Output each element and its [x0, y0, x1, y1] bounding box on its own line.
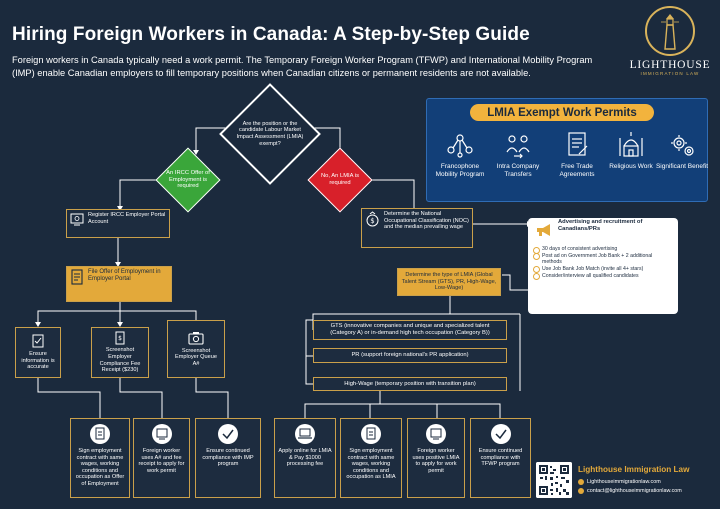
- svg-text:$: $: [370, 217, 374, 225]
- exempt-item-label: Intra Company Transfers: [496, 163, 540, 178]
- lmia-type-label: Determine the type of LMIA (Global Talen…: [401, 272, 497, 292]
- receipt-icon: $: [115, 331, 125, 345]
- exempt-item-francophone: Francophone Mobility Program: [432, 130, 488, 179]
- file-offer-label: File Offer of Employment in Employer Por…: [88, 269, 161, 282]
- list-item: Post ad on Government Job Bank + 2 addit…: [533, 253, 673, 266]
- people-transfer-icon: [506, 135, 530, 159]
- noc-label: Determine the National Occupational Clas…: [384, 211, 469, 231]
- offer-document-icon: [71, 269, 83, 285]
- screenshot-queue-label: Screenshot Employer Queue A#: [175, 347, 217, 367]
- gts-label: GTS (innovative companies and unique and…: [330, 323, 490, 336]
- exempt-item-intra-company: Intra Company Transfers: [490, 130, 546, 179]
- logo-subtitle: IMMIGRATION LAW: [640, 71, 700, 76]
- megaphone-icon: [537, 224, 550, 236]
- exempt-item-label: Religious Work: [609, 163, 653, 170]
- gts-bar: GTS (innovative companies and unique and…: [313, 320, 507, 340]
- exempt-item-label: Francophone Mobility Program: [435, 163, 485, 178]
- imp-sign-contract-box: Sign employment contract with same wages…: [70, 418, 130, 498]
- application-icon: [151, 424, 172, 444]
- contract-icon: [90, 424, 110, 444]
- bottom-box-label: Foreign worker uses positive LMIA to app…: [412, 448, 460, 474]
- ensure-info-box: Ensure information is accurate: [15, 327, 61, 378]
- svg-text:$: $: [118, 335, 122, 342]
- document-icon: [568, 132, 588, 156]
- list-item: Consider/interview all qualified candida…: [533, 273, 673, 281]
- noc-box: $ Determine the National Occupational Cl…: [361, 208, 473, 248]
- intro-text: Foreign workers in Canada typically need…: [12, 55, 593, 78]
- pr-label: PR (support foreign national's PR applic…: [351, 352, 469, 358]
- screenshot-fee-box: $ Screenshot Employer Compliance Fee Rec…: [91, 327, 149, 378]
- decision-question: Are the position or the candidate Labour…: [236, 120, 304, 147]
- page-title: Hiring Foreign Workers in Canada: A Step…: [12, 24, 530, 45]
- exempt-item-significant-benefit: Significant Benefit: [654, 130, 710, 171]
- lmia-compliance-box: Ensure continued compliance with TFWP pr…: [470, 418, 531, 498]
- screenshot-queue-box: Screenshot Employer Queue A#: [167, 320, 225, 378]
- advertising-card: [528, 218, 678, 314]
- advertising-title: Advertising and recruitment of Canadians…: [558, 219, 643, 232]
- footer-firm-name: Lighthouse Immigration Law: [578, 465, 690, 474]
- lmia-exempt-title: LMIA Exempt Work Permits: [470, 104, 654, 121]
- exempt-item-label: Significant Benefit: [655, 163, 709, 170]
- shield-check-icon: [32, 334, 44, 348]
- email-icon: [578, 488, 584, 494]
- list-item: Use Job Bank Job Match (invite all 4+ st…: [533, 266, 673, 274]
- bottom-box-label: Sign employment contract with same wages…: [75, 448, 125, 487]
- pr-bar: PR (support foreign national's PR applic…: [313, 348, 507, 363]
- exempt-item-free-trade: Free Trade Agreements: [549, 130, 605, 179]
- footer-email[interactable]: contact@lighthouseimmigrationlaw.com: [587, 488, 682, 494]
- camera-icon: [188, 331, 204, 345]
- money-bag-icon: $: [366, 211, 379, 227]
- register-portal-label: Register IRCC Employer Portal Account: [88, 212, 166, 225]
- portal-icon: [70, 213, 84, 226]
- lighthouse-icon: [645, 6, 695, 56]
- list-item: 30 days of consistent advertising: [533, 246, 673, 254]
- register-portal-box: Register IRCC Employer Portal Account: [66, 209, 170, 238]
- bottom-box-label: Foreign worker uses A# and fee receipt t…: [138, 448, 185, 474]
- exempt-item-label: Free Trade Agreements: [559, 163, 595, 178]
- lmia-apply-permit-box: Foreign worker uses positive LMIA to app…: [407, 418, 465, 498]
- footer-website[interactable]: Lighthouseimmigrationlaw.com: [587, 479, 661, 485]
- file-offer-box: File Offer of Employment in Employer Por…: [66, 266, 172, 302]
- gears-icon: [671, 135, 694, 156]
- compliance-icon: [218, 424, 238, 444]
- advertising-list: 30 days of consistent advertising Post a…: [533, 246, 673, 281]
- application-icon: [426, 424, 446, 444]
- ensure-info-label: Ensure information is accurate: [21, 351, 55, 371]
- bottom-box-label: Ensure continued compliance with IMP pro…: [202, 448, 254, 468]
- globe-icon: [578, 479, 584, 485]
- high-wage-bar: High-Wage (temporary position with trans…: [313, 377, 507, 391]
- lmia-type-box: Determine the type of LMIA (Global Talen…: [397, 268, 501, 296]
- qr-code-icon[interactable]: [536, 462, 572, 498]
- imp-diamond-text: An IRCC Offer of Employment is required: [166, 169, 210, 190]
- bottom-box-label: Ensure continued compliance with TFWP pr…: [478, 448, 523, 468]
- mosque-icon: [619, 132, 643, 157]
- lmia-sign-contract-box: Sign employment contract with same wages…: [340, 418, 402, 498]
- laptop-icon: [295, 424, 315, 444]
- contract-icon: [361, 424, 381, 444]
- bottom-box-label: Sign employment contract with same wages…: [346, 448, 396, 481]
- bottom-box-label: Apply online for LMIA & Pay $1000 proces…: [278, 448, 332, 468]
- lmia-diamond-text: No, An LMIA is required: [320, 173, 360, 186]
- lmia-apply-online-box: Apply online for LMIA & Pay $1000 proces…: [274, 418, 336, 498]
- exempt-item-religious: Religious Work: [603, 130, 659, 171]
- screenshot-fee-label: Screenshot Employer Compliance Fee Recei…: [99, 347, 141, 374]
- high-wage-label: High-Wage (temporary position with trans…: [344, 380, 476, 387]
- imp-apply-permit-box: Foreign worker uses A# and fee receipt t…: [133, 418, 190, 498]
- logo-name: LIGHTHOUSE: [629, 59, 711, 71]
- brand-logo: LIGHTHOUSE IMMIGRATION LAW: [628, 6, 712, 76]
- network-icon: [447, 134, 473, 158]
- imp-compliance-box: Ensure continued compliance with IMP pro…: [195, 418, 261, 498]
- compliance-icon: [490, 424, 511, 444]
